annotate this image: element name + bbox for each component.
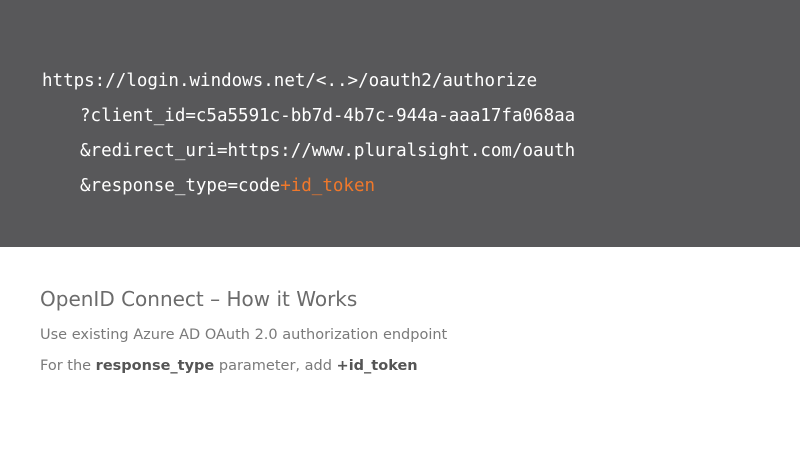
code-id-token-highlight: +id_token [280, 176, 376, 196]
bullet-text-middle: parameter, add [214, 358, 337, 374]
bullet-bold-id-token: +id_token [336, 358, 418, 374]
code-line-client-id: ?client_id=c5a5591c-bb7d-4b7c-944a-aaa17… [80, 106, 576, 126]
code-line-url: https://login.windows.net/<..>/oauth2/au… [42, 71, 538, 91]
bullet-text-before: For the [40, 358, 96, 374]
code-panel: https://login.windows.net/<..>/oauth2/au… [0, 0, 800, 247]
text-panel: OpenID Connect – How it Works Use existi… [0, 247, 800, 450]
slide-heading: OpenID Connect – How it Works [40, 287, 358, 311]
code-response-type-prefix: &response_type=code [80, 176, 281, 196]
bullet-response-type: For the response_type parameter, add +id… [40, 358, 418, 374]
code-line-response-type: &response_type=code+id_token [80, 175, 375, 197]
bullet-bold-response-type: response_type [95, 358, 215, 374]
bullet-existing-endpoint: Use existing Azure AD OAuth 2.0 authoriz… [40, 327, 448, 343]
code-line-redirect-uri: &redirect_uri=https://www.pluralsight.co… [80, 141, 576, 161]
